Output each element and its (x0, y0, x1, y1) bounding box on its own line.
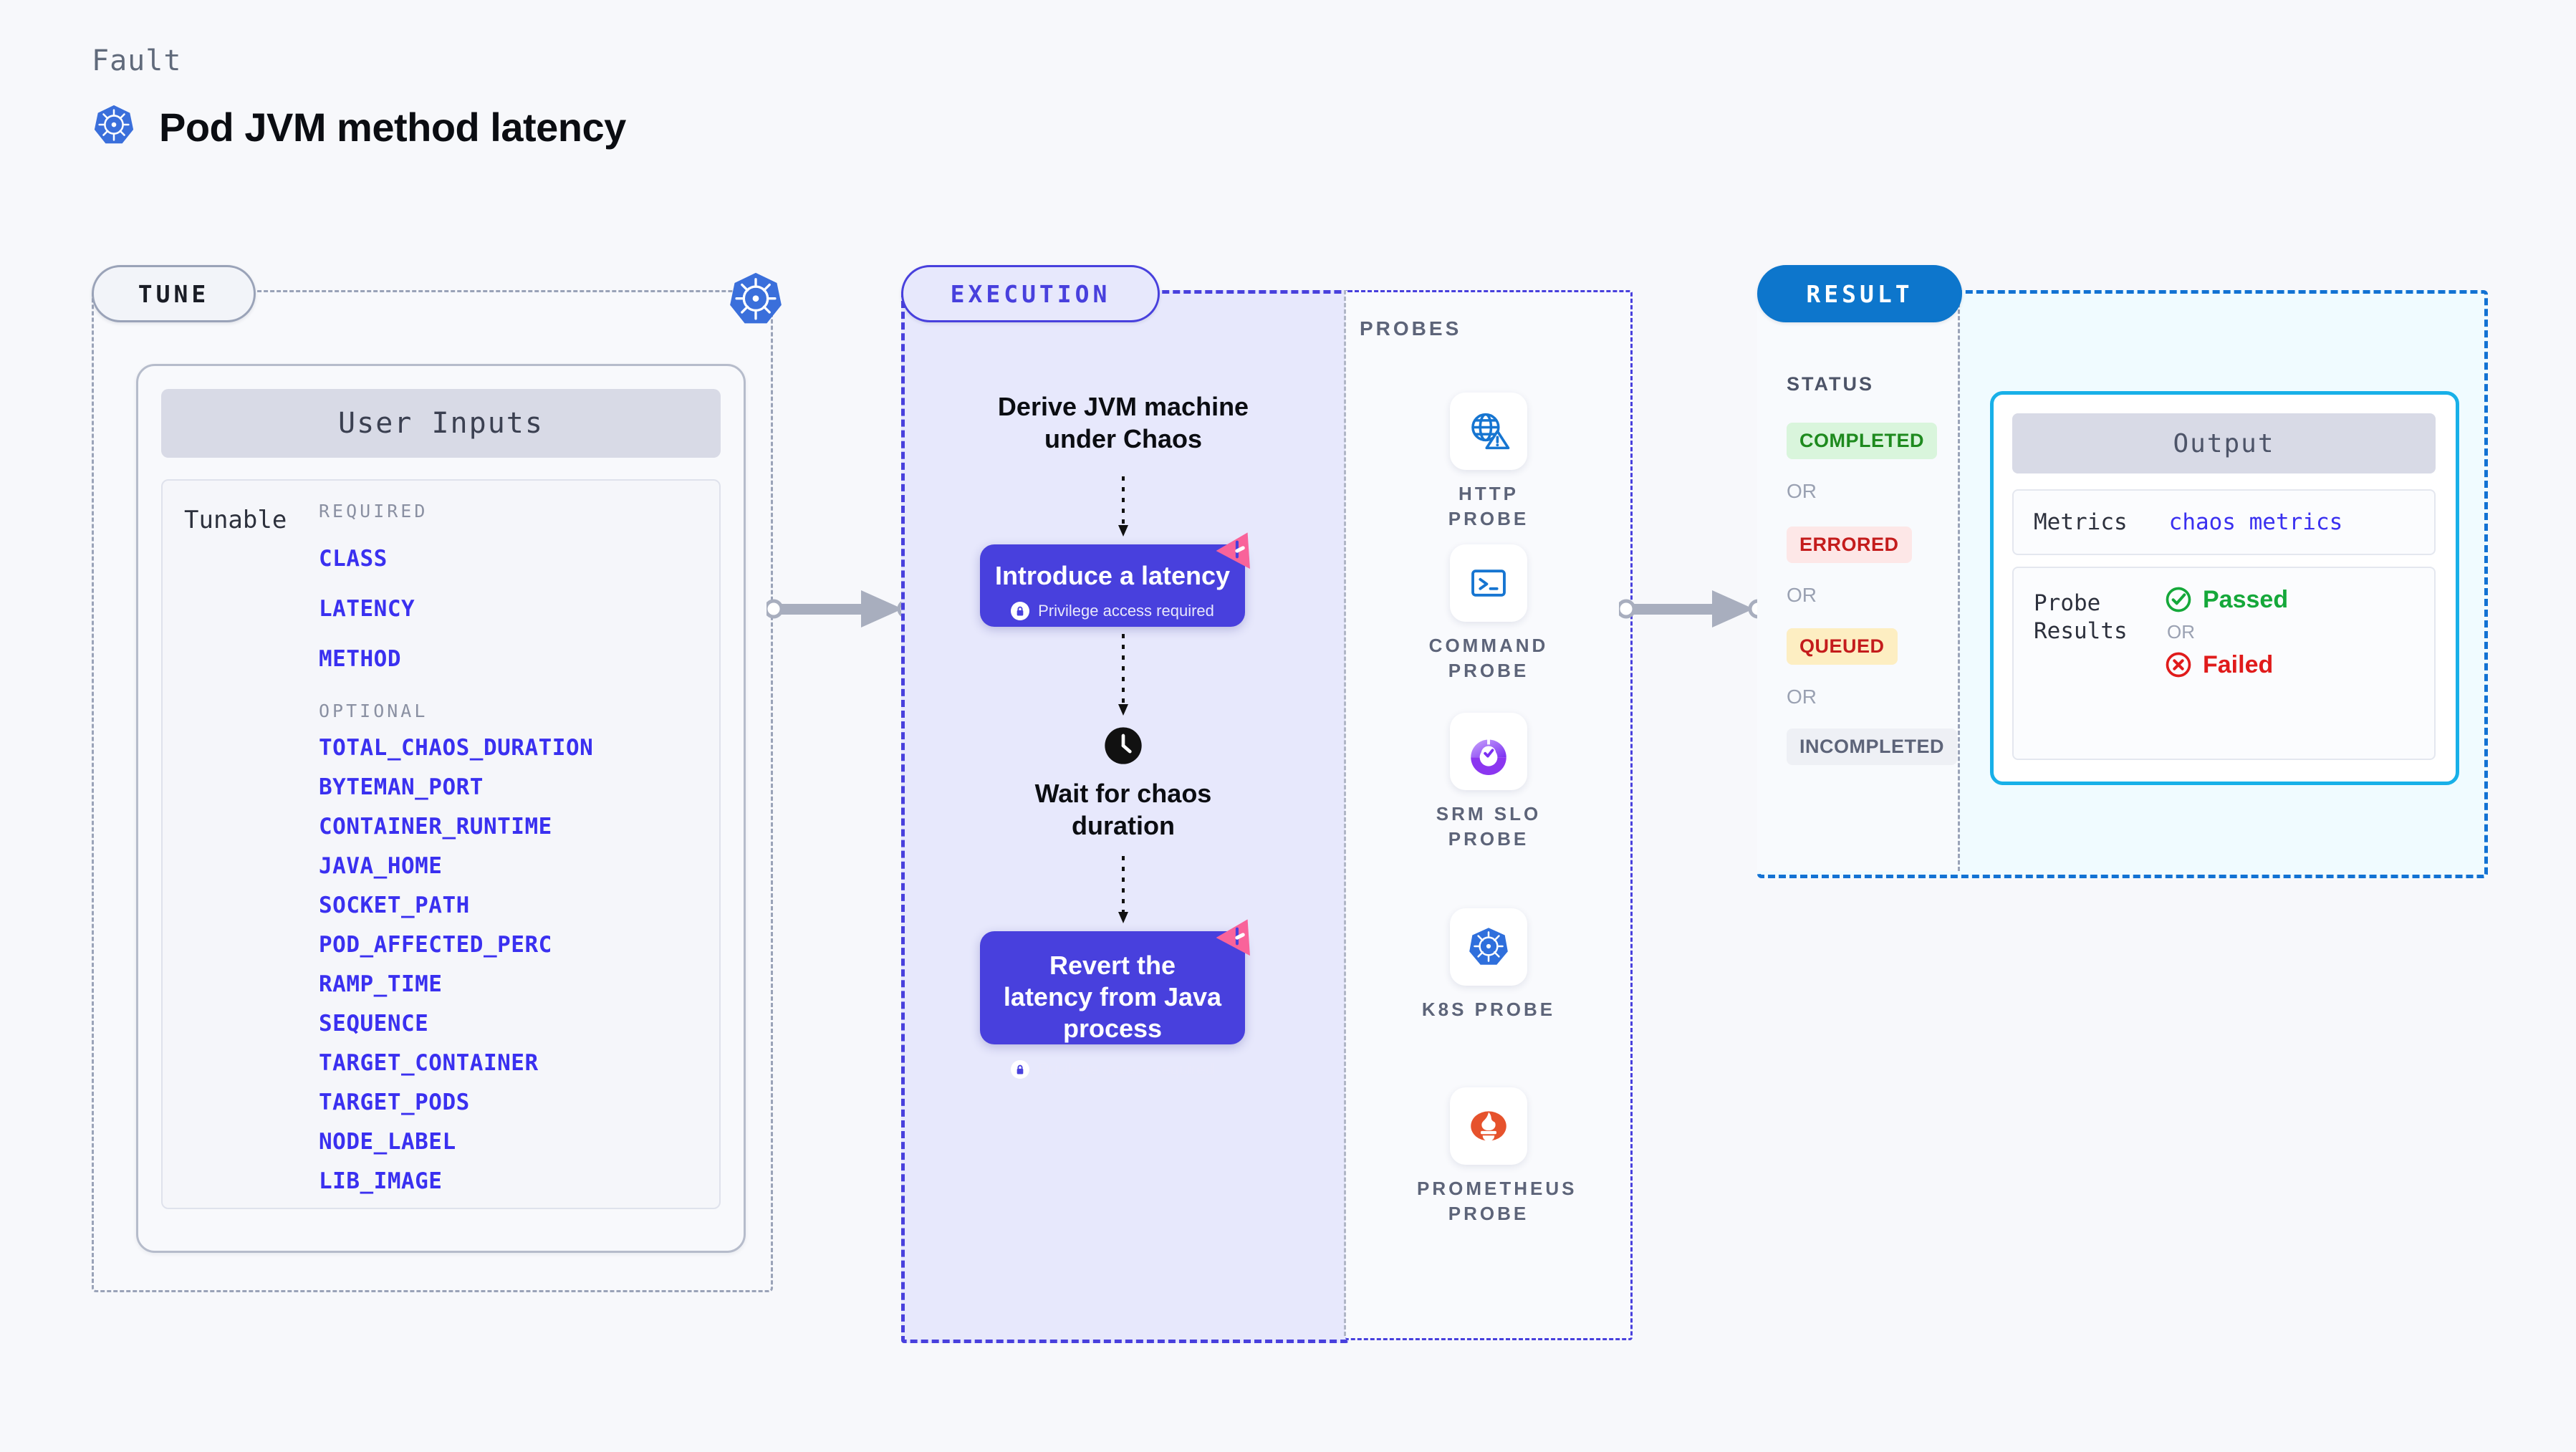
execution-node-revert-latency[interactable]: Revert the latency from Java process Pri… (980, 919, 1250, 1079)
kubernetes-icon (92, 103, 136, 151)
probe-label-k8s: K8S PROBE (1421, 999, 1556, 1020)
optional-parameter[interactable]: NODE_LABEL (319, 1129, 456, 1155)
probes-section-label: PROBES (1360, 317, 1462, 340)
flow-arrow-1 (1118, 476, 1128, 537)
probe-item-http[interactable]: HTTP PROBE (1417, 393, 1560, 532)
metrics-key: Metrics (2034, 509, 2128, 535)
kubernetes-badge-icon (726, 270, 785, 329)
title-row: Pod JVM method latency (92, 103, 626, 151)
execution-node-1-privilege: Privilege access required (980, 601, 1245, 620)
failed-label: Failed (2203, 650, 2274, 678)
user-inputs-header-label: User Inputs (338, 407, 544, 440)
execution-node-1-title: Introduce a latency (994, 561, 1231, 590)
execution-region (901, 290, 1349, 1343)
optional-parameter[interactable]: POD_AFFECTED_PERC (319, 932, 552, 958)
tune-pill[interactable]: TUNE (92, 265, 256, 322)
tunable-label: Tunable (184, 506, 287, 534)
check-circle-icon (2166, 587, 2191, 612)
status-badge-errored: ERRORED (1787, 527, 1912, 563)
probe-result-passed: Passed (2164, 585, 2288, 614)
optional-parameter[interactable]: LIB_IMAGE (319, 1168, 443, 1194)
gauge-check-icon (1450, 713, 1527, 790)
flow-arrow-3 (1118, 856, 1128, 923)
probe-item-srm-slo[interactable]: SRM SLO PROBE (1417, 713, 1560, 852)
status-section-label: STATUS (1787, 373, 1874, 395)
probe-results-row: Probe Results Passed OR Failed (2012, 567, 2436, 760)
status-or-3: OR (1787, 686, 1817, 708)
page-header: Fault Pod JVM method latency (92, 44, 626, 151)
probe-item-command[interactable]: COMMAND PROBE (1417, 544, 1560, 683)
status-panel (1757, 290, 1960, 871)
optional-parameter[interactable]: BYTEMAN_PORT (319, 774, 484, 800)
kubernetes-icon (1450, 908, 1527, 986)
lock-icon (1011, 601, 1030, 620)
connector-execution-to-result (1619, 590, 1768, 628)
execution-pill[interactable]: EXECUTION (901, 265, 1160, 322)
metrics-value[interactable]: chaos metrics (2168, 509, 2343, 535)
optional-parameter[interactable]: JAVA_HOME (319, 853, 443, 879)
required-parameter[interactable]: CLASS (319, 546, 388, 572)
lock-icon (1011, 1059, 1030, 1079)
connector-tune-to-execution (766, 590, 917, 628)
optional-parameter[interactable]: RAMP_TIME (319, 971, 443, 997)
probe-item-prometheus[interactable]: PROMETHEUS PROBE (1417, 1087, 1577, 1226)
optional-parameter[interactable]: TARGET_PODS (319, 1090, 470, 1115)
probe-label-prometheus: PROMETHEUS PROBE (1417, 1178, 1577, 1225)
passed-label: Passed (2203, 585, 2289, 613)
litmus-icon (1216, 919, 1250, 956)
probe-label-http: HTTP PROBE (1448, 483, 1529, 530)
parameter-column: REQUIRED CLASS LATENCY METHOD OPTIONAL TOT… (319, 501, 706, 1194)
optional-parameter[interactable]: SEQUENCE (319, 1011, 429, 1037)
execution-node-1-note: Privilege access required (1038, 601, 1214, 620)
status-badge-queued: QUEUED (1787, 628, 1898, 665)
execution-node-2-note: Privilege access required (1038, 1059, 1214, 1078)
execution-flow: Derive JVM machine under Chaos Introduce… (901, 290, 1345, 1336)
optional-parameter[interactable]: CONTAINER_RUNTIME (319, 814, 552, 840)
globe-warning-icon (1450, 393, 1527, 470)
probe-results-key: Probe Results (2034, 590, 2128, 644)
tunable-inputs-box: Tunable REQUIRED CLASS LATENCY METHOD OPTI… (161, 479, 721, 1209)
optional-parameter[interactable]: TARGET_CONTAINER (319, 1050, 539, 1076)
probe-result-failed: Failed (2164, 650, 2288, 679)
user-inputs-card: User Inputs Tunable REQUIRED CLASS LATENC… (136, 364, 746, 1253)
status-badge-completed: COMPLETED (1787, 423, 1938, 459)
execution-node-introduce-latency[interactable]: Introduce a latency Privilege access req… (980, 532, 1250, 627)
probe-item-k8s[interactable]: K8S PROBE (1417, 908, 1560, 1022)
execution-step-1-title: Derive JVM machine under Chaos (997, 392, 1249, 453)
execution-node-2-privilege: Privilege access required (980, 1059, 1245, 1079)
execution-node-2-title: Revert the latency from Java process (1003, 951, 1222, 1043)
output-header: Output (2012, 413, 2436, 473)
terminal-icon (1450, 544, 1527, 622)
user-inputs-header: User Inputs (161, 389, 721, 458)
clock-icon (1103, 726, 1143, 769)
result-pill[interactable]: RESULT (1757, 265, 1962, 322)
status-or-2: OR (1787, 584, 1817, 606)
status-or-1: OR (1787, 480, 1817, 502)
probe-label-srm-slo: SRM SLO PROBE (1436, 803, 1542, 850)
x-circle-icon (2166, 652, 2191, 678)
probe-label-command: COMMAND PROBE (1428, 635, 1549, 682)
prometheus-icon (1450, 1087, 1527, 1165)
flow-arrow-2 (1118, 634, 1128, 716)
probe-result-or: OR (2167, 621, 2195, 643)
status-badge-incompleted: INCOMPLETED (1787, 729, 1958, 765)
fault-kicker: Fault (92, 44, 182, 77)
optional-group-header: OPTIONAL (319, 701, 428, 721)
optional-parameter[interactable]: TOTAL_CHAOS_DURATION (319, 735, 594, 761)
output-header-label: Output (2173, 428, 2275, 458)
output-card: Output Metrics chaos metrics Probe Resul… (1990, 391, 2459, 785)
metrics-row: Metrics chaos metrics (2012, 489, 2436, 555)
required-group-header: REQUIRED (319, 501, 428, 521)
litmus-icon (1216, 532, 1250, 569)
probes-divider (1344, 290, 1346, 1336)
optional-parameter[interactable]: SOCKET_PATH (319, 893, 470, 918)
required-parameter[interactable]: METHOD (319, 646, 401, 672)
page-title: Pod JVM method latency (159, 105, 626, 150)
optional-parameter-list: TOTAL_CHAOS_DURATION BYTEMAN_PORT CONTAINE… (319, 735, 706, 1194)
required-parameter[interactable]: LATENCY (319, 596, 415, 622)
execution-step-2-title: Wait for chaos duration (1034, 779, 1212, 840)
required-parameter-list: CLASS LATENCY METHOD (319, 546, 706, 672)
